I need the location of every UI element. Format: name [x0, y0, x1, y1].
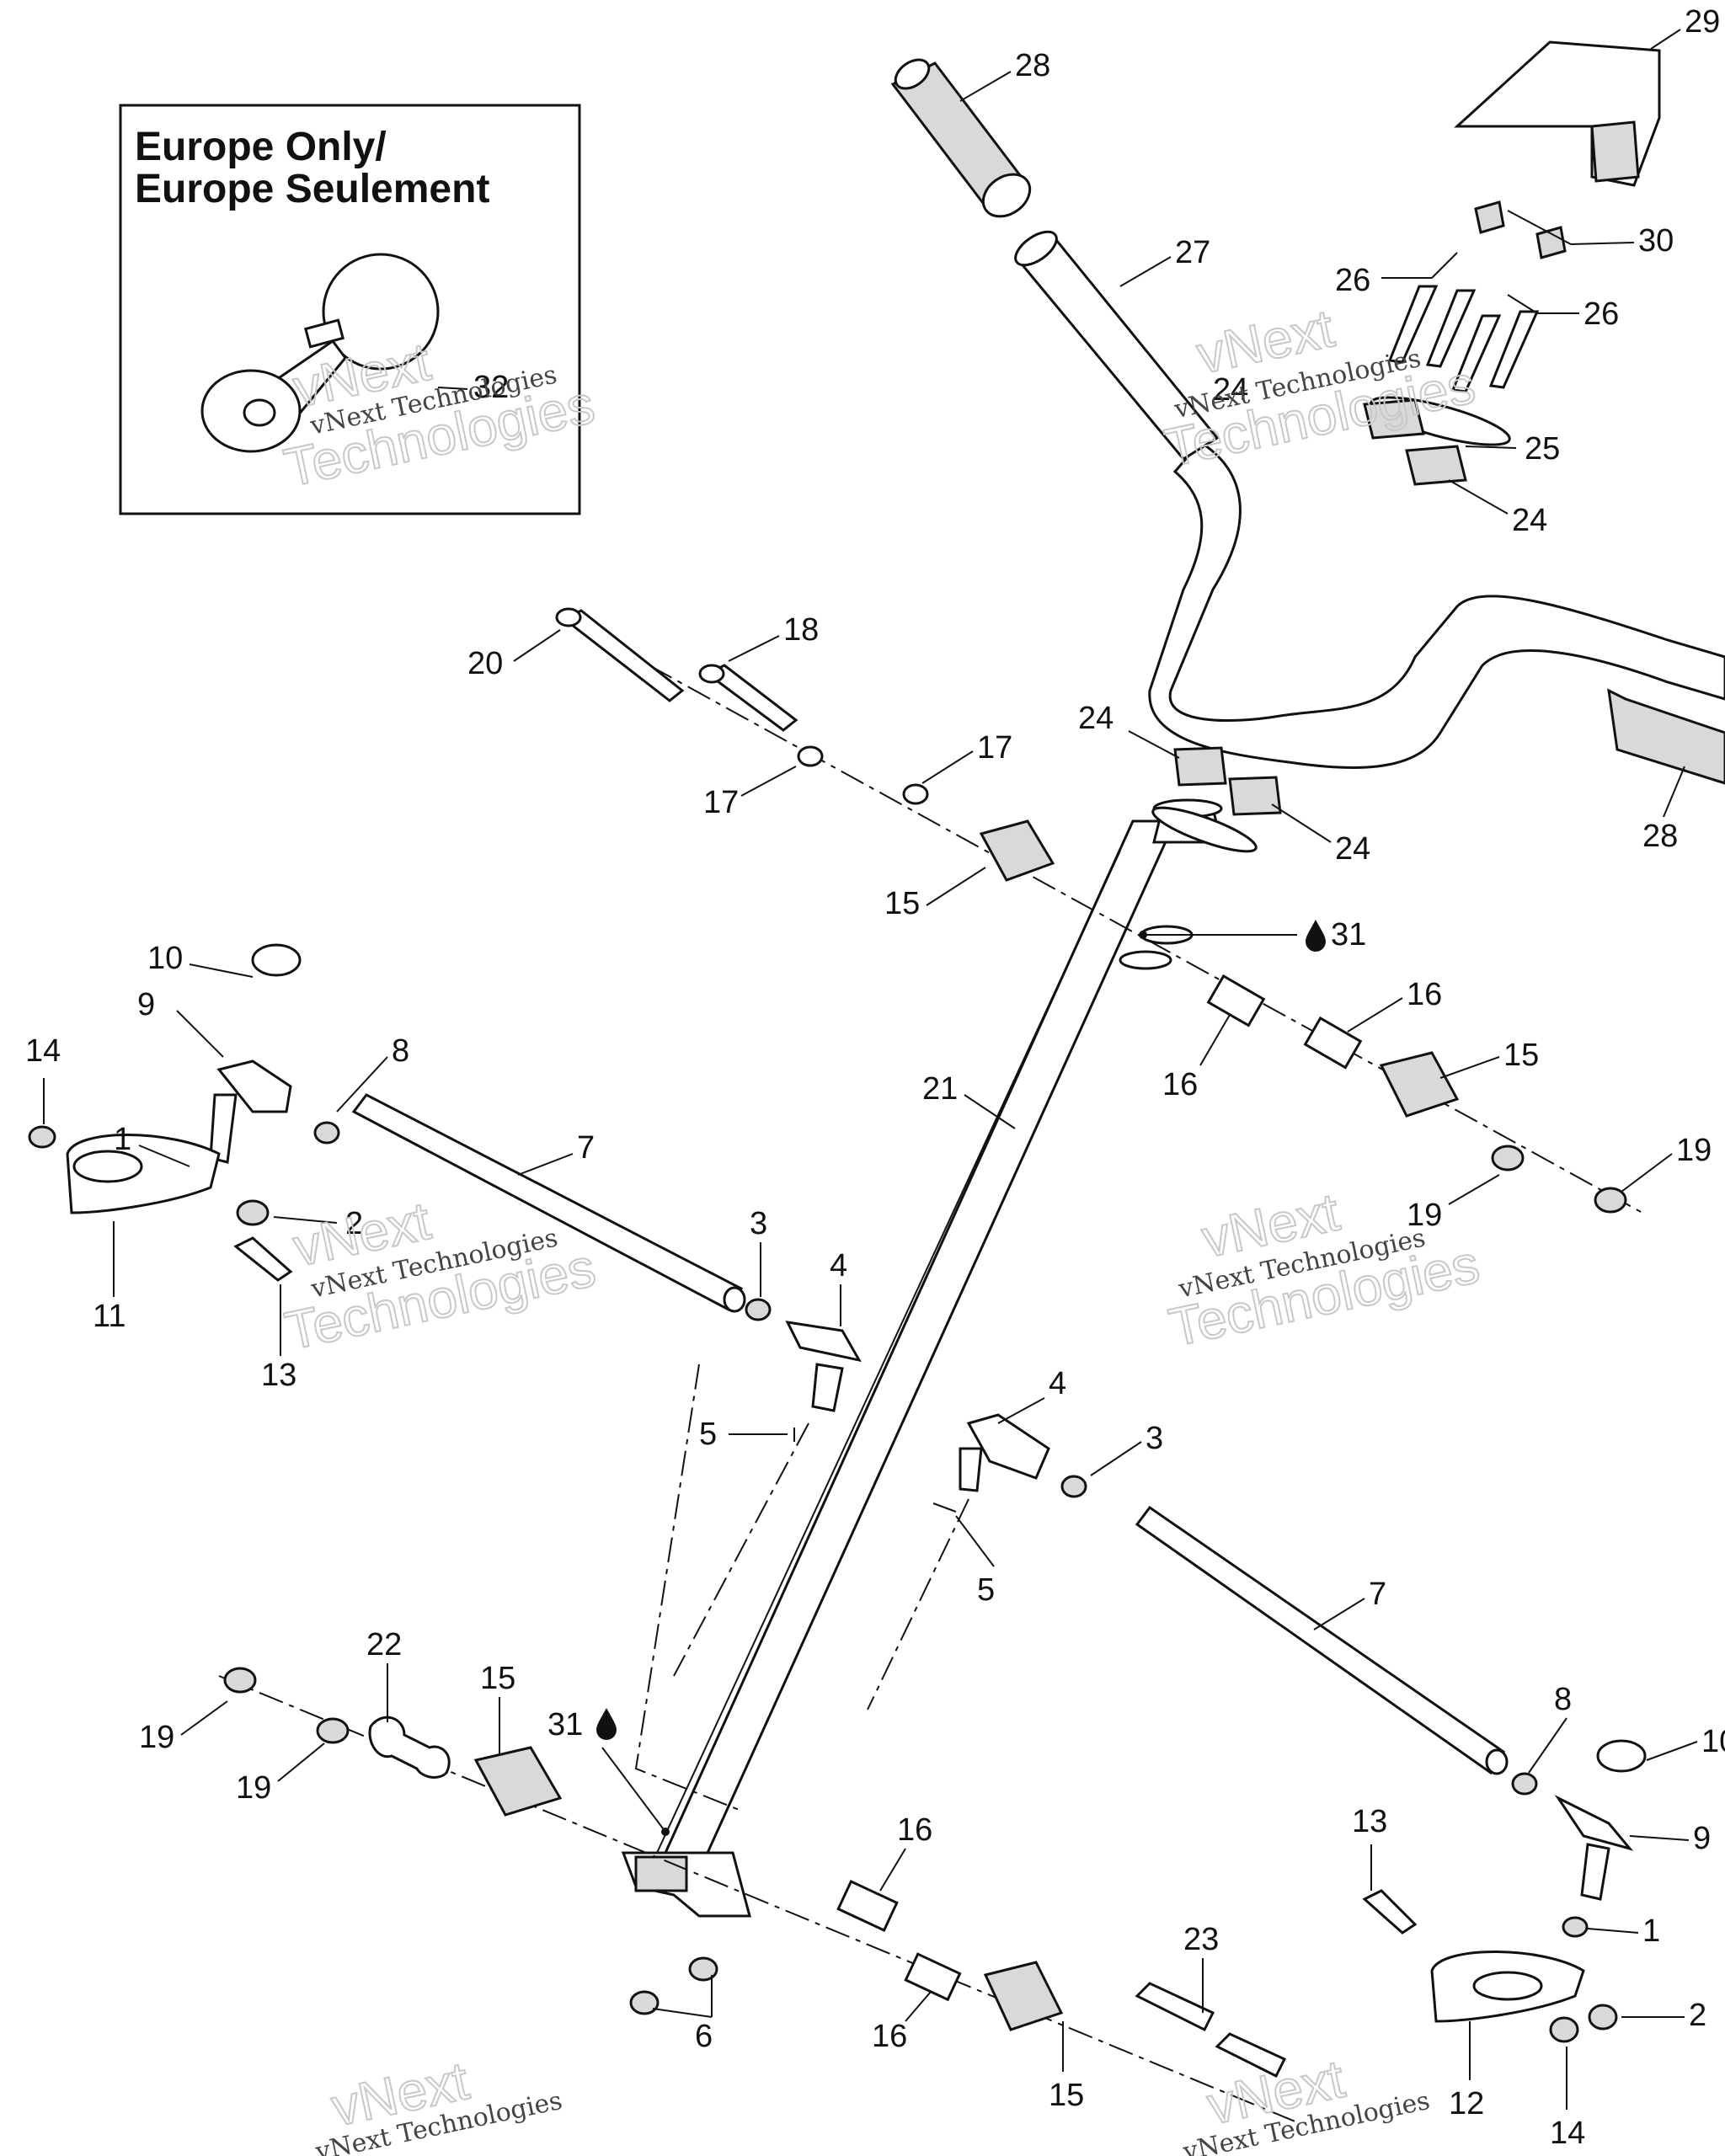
callout-8-right: 8	[1554, 1682, 1572, 1717]
callout-16-c: 16	[897, 1812, 932, 1848]
callout-10-right: 10	[1701, 1724, 1725, 1759]
callout-14-left: 14	[25, 1033, 61, 1069]
callout-31-upper: 31	[1331, 917, 1366, 953]
callout-9-right: 9	[1693, 1821, 1711, 1856]
grease-drop-icon-lower	[596, 1708, 617, 1740]
callout-4-right: 4	[1049, 1366, 1066, 1401]
callout-5-left: 5	[699, 1417, 717, 1452]
callout-8-left: 8	[392, 1033, 409, 1069]
callout-12: 12	[1449, 2086, 1484, 2121]
callout-19-c: 19	[139, 1720, 174, 1755]
grease-point-lower: 31	[547, 1707, 670, 1836]
europe-inset: Europe Only/ Europe Seulement 32	[119, 104, 581, 515]
right-tie-rod	[867, 1413, 1647, 2043]
callout-26-left: 26	[1335, 263, 1370, 298]
callout-16-d: 16	[872, 2019, 907, 2054]
callout-32: 32	[473, 370, 509, 405]
lower-clamps	[1151, 746, 1282, 853]
callout-24-b: 24	[1512, 503, 1547, 538]
callout-6: 6	[695, 2019, 713, 2054]
callout-16-a: 16	[1407, 977, 1442, 1012]
inset-title-line1: Europe Only/	[135, 125, 387, 169]
callout-22: 22	[366, 1627, 402, 1662]
watermark-6: vNext vNext Technologies	[1180, 2047, 1433, 2156]
callout-27: 27	[1175, 235, 1210, 270]
watermark-4: vNext Technologies vNext Technologies	[1163, 1181, 1485, 1359]
callout-26-right: 26	[1583, 296, 1619, 332]
callout-2-left: 2	[345, 1206, 363, 1241]
callout-24-a: 24	[1213, 372, 1248, 408]
callout-15-d: 15	[1049, 2078, 1084, 2113]
callout-7-left: 7	[577, 1130, 595, 1166]
lower-linkage	[223, 1667, 1287, 2079]
upper-clamps	[1363, 396, 1511, 486]
callout-20: 20	[467, 646, 503, 681]
callout-13-left: 13	[261, 1358, 296, 1393]
handlebar	[1014, 230, 1725, 769]
grease-point-upper: 31	[1139, 917, 1366, 953]
callout-15-a: 15	[884, 886, 920, 921]
callout-14-right: 14	[1550, 2116, 1585, 2151]
callout-5-right: 5	[977, 1572, 995, 1608]
callout-19-b: 19	[1407, 1198, 1442, 1233]
callout-11: 11	[93, 1299, 126, 1334]
callout-15-c: 15	[480, 1661, 515, 1696]
clamp-bolts	[1387, 285, 1540, 393]
callout-18: 18	[783, 612, 819, 648]
callout-1-left: 1	[114, 1122, 131, 1157]
steering-column: 21	[621, 798, 1223, 1918]
callout-13-right: 13	[1352, 1804, 1387, 1839]
callout-9-left: 9	[137, 987, 155, 1022]
callout-7-right: 7	[1369, 1577, 1386, 1612]
callout-3-left: 3	[750, 1206, 767, 1241]
grip-right	[1607, 688, 1725, 785]
callout-29: 29	[1685, 4, 1720, 40]
callout-1-right: 1	[1642, 1913, 1660, 1949]
callout-16-b: 16	[1162, 1067, 1198, 1102]
callout-28-right: 28	[1642, 819, 1678, 854]
callout-21: 21	[922, 1071, 958, 1107]
callout-30: 30	[1638, 223, 1674, 259]
upper-bolts	[555, 607, 929, 805]
callout-17-a: 17	[703, 785, 739, 820]
callout-31-lower: 31	[547, 1707, 583, 1742]
upper-blocks	[979, 819, 1627, 1214]
grip-left	[890, 58, 1032, 218]
watermark-5: vNext vNext Technologies	[312, 2049, 565, 2156]
grease-drop-icon	[1306, 920, 1326, 952]
clip-nuts	[1474, 200, 1567, 259]
callout-3-right: 3	[1146, 1421, 1163, 1456]
horn-part	[200, 253, 440, 453]
callout-17-b: 17	[977, 730, 1012, 766]
callout-10: 10	[147, 941, 183, 976]
inset-title-line2: Europe Seulement	[135, 167, 489, 211]
callout-23: 23	[1183, 1922, 1219, 1957]
callout-19-d: 19	[236, 1770, 271, 1806]
callout-24-c: 24	[1078, 701, 1114, 736]
callout-19-a: 19	[1676, 1133, 1712, 1168]
callout-2-right: 2	[1689, 1998, 1706, 2033]
callout-15-b: 15	[1503, 1038, 1539, 1073]
callout-28-top: 28	[1015, 48, 1050, 83]
handlebar-cover	[1454, 40, 1661, 187]
callout-24-d: 24	[1335, 831, 1370, 867]
callout-4-left: 4	[830, 1248, 847, 1283]
left-tie-rod	[28, 943, 862, 1677]
callout-25: 25	[1525, 431, 1560, 467]
